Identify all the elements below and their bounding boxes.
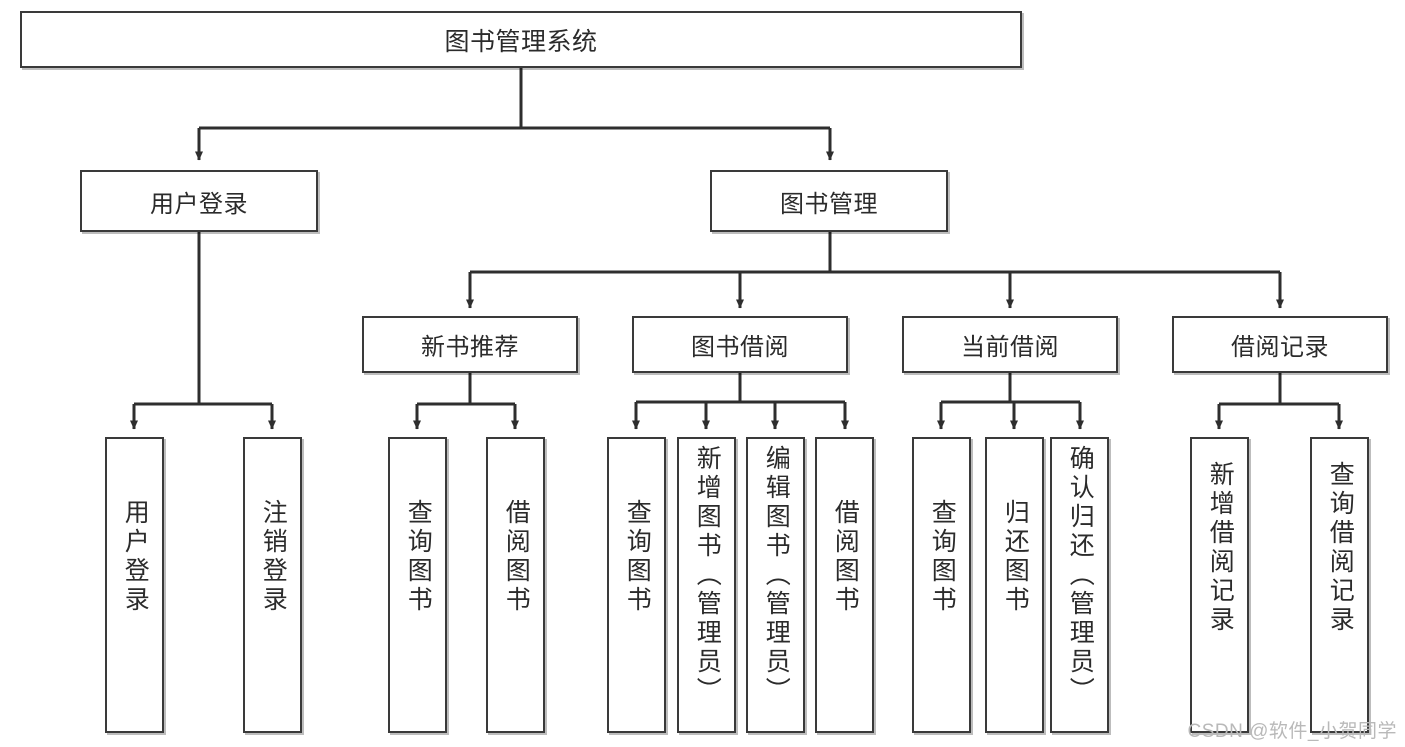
leaf-add-book-admin-label: 新增图书（管理员）: [693, 445, 722, 706]
leaf-add-borrow-record-label: 新增借阅记录: [1206, 461, 1235, 635]
node-root-label: 图书管理系统: [444, 27, 598, 56]
leaf-edit-book-admin[interactable]: 编辑图书（管理员）: [746, 437, 805, 733]
node-borrow-records[interactable]: 借阅记录: [1172, 316, 1388, 373]
leaf-confirm-return-admin-label: 确认归还（管理员）: [1066, 445, 1095, 706]
leaf-user-login[interactable]: 用户登录: [105, 437, 164, 733]
leaf-query-borrow-record-label: 查询借阅记录: [1326, 461, 1355, 635]
node-new-book-recommend[interactable]: 新书推荐: [362, 316, 578, 373]
leaf-query-book-newbook-label: 查询图书: [404, 499, 433, 615]
leaf-query-book-current-label: 查询图书: [928, 499, 957, 615]
leaf-user-login-label: 用户登录: [121, 499, 150, 615]
leaf-add-book-admin[interactable]: 新增图书（管理员）: [677, 437, 736, 733]
node-root[interactable]: 图书管理系统: [20, 11, 1022, 68]
node-book-borrow[interactable]: 图书借阅: [632, 316, 848, 373]
node-current-borrow[interactable]: 当前借阅: [902, 316, 1118, 373]
leaf-query-book-current[interactable]: 查询图书: [912, 437, 971, 733]
leaf-return-book[interactable]: 归还图书: [985, 437, 1044, 733]
leaf-borrow-book-newbook[interactable]: 借阅图书: [486, 437, 545, 733]
leaf-return-book-label: 归还图书: [1001, 499, 1030, 615]
csdn-watermark: CSDN @软件_小贺同学: [1187, 721, 1397, 742]
node-book-borrow-label: 图书借阅: [691, 334, 789, 361]
leaf-borrow-book-newbook-label: 借阅图书: [502, 499, 531, 615]
leaf-borrow-book-borrow-label: 借阅图书: [831, 499, 860, 615]
node-user-login[interactable]: 用户登录: [80, 170, 318, 232]
leaf-query-borrow-record[interactable]: 查询借阅记录: [1310, 437, 1369, 733]
node-book-management-label: 图书管理: [780, 190, 878, 218]
leaf-confirm-return-admin[interactable]: 确认归还（管理员）: [1050, 437, 1109, 733]
node-borrow-records-label: 借阅记录: [1231, 334, 1329, 361]
node-new-book-recommend-label: 新书推荐: [421, 334, 519, 361]
leaf-logout[interactable]: 注销登录: [243, 437, 302, 733]
leaf-query-book-borrow-label: 查询图书: [623, 499, 652, 615]
node-user-login-label: 用户登录: [150, 190, 248, 218]
leaf-add-borrow-record[interactable]: 新增借阅记录: [1190, 437, 1249, 733]
leaf-query-book-newbook[interactable]: 查询图书: [388, 437, 447, 733]
leaf-borrow-book-borrow[interactable]: 借阅图书: [815, 437, 874, 733]
leaf-edit-book-admin-label: 编辑图书（管理员）: [762, 445, 791, 706]
node-book-management[interactable]: 图书管理: [710, 170, 948, 232]
leaf-logout-label: 注销登录: [259, 499, 288, 615]
node-current-borrow-label: 当前借阅: [961, 334, 1059, 361]
leaf-query-book-borrow[interactable]: 查询图书: [607, 437, 666, 733]
